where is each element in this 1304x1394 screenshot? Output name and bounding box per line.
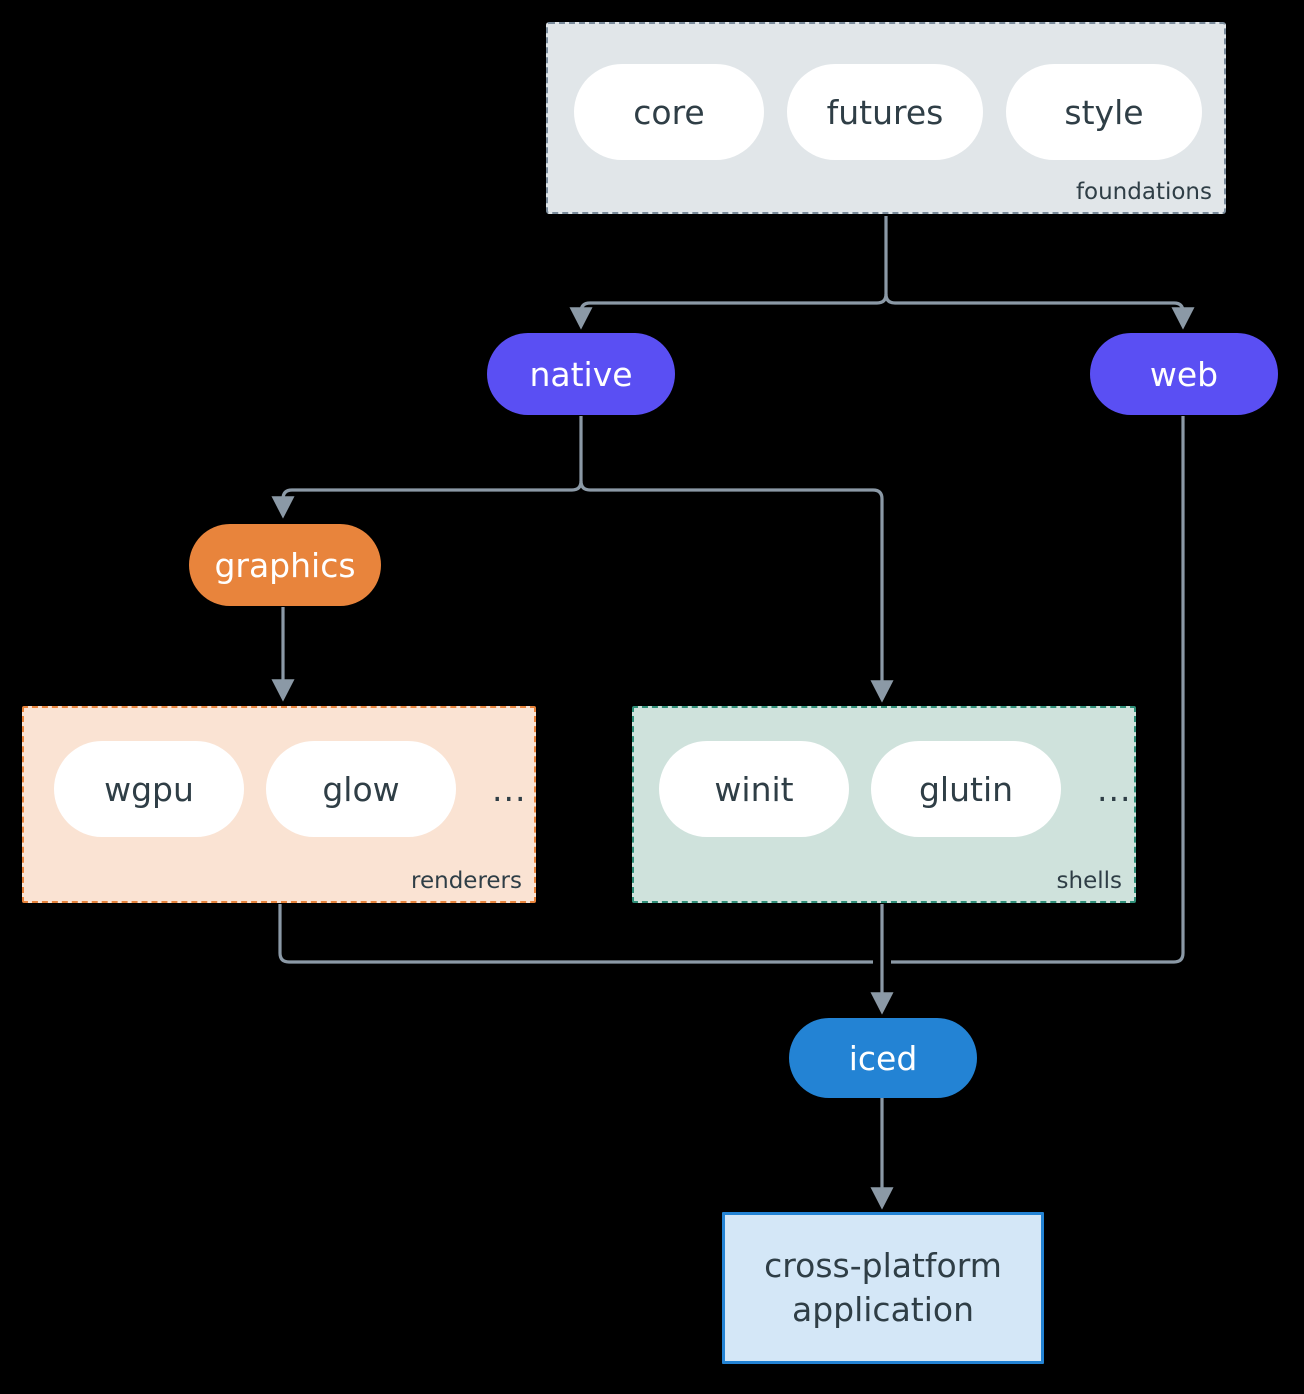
cluster-label-renderers: renderers: [411, 868, 522, 894]
app-label-line1: cross-platform: [764, 1246, 1002, 1286]
node-web[interactable]: web: [1090, 333, 1278, 415]
member-style[interactable]: style: [1006, 64, 1202, 160]
cluster-renderers: wgpu glow ... renderers: [22, 706, 536, 903]
shells-ellipsis: ...: [1097, 769, 1132, 809]
node-graphics[interactable]: graphics: [189, 524, 381, 606]
edge-native-graphics: [271, 416, 583, 519]
node-cross-platform-application[interactable]: cross-platform application: [722, 1212, 1044, 1364]
edge-native-shells: [579, 480, 894, 703]
member-core[interactable]: core: [574, 64, 764, 160]
member-winit[interactable]: winit: [659, 741, 849, 837]
renderers-members: wgpu glow ...: [54, 741, 534, 837]
app-label-line2: application: [791, 1290, 975, 1329]
node-native[interactable]: native: [487, 333, 675, 415]
cluster-foundations: core futures style foundations: [546, 22, 1226, 214]
member-wgpu[interactable]: wgpu: [54, 741, 244, 837]
edge-renderers-iced: [278, 904, 873, 964]
member-glutin[interactable]: glutin: [871, 741, 1061, 837]
member-glow[interactable]: glow: [266, 741, 456, 837]
member-futures[interactable]: futures: [787, 64, 983, 160]
edge-foundations-native: [569, 216, 888, 330]
edge-foundations-web: [884, 293, 1195, 330]
cluster-label-foundations: foundations: [1075, 179, 1212, 205]
renderers-ellipsis: ...: [492, 769, 527, 809]
cluster-label-shells: shells: [1056, 868, 1122, 894]
node-iced[interactable]: iced: [789, 1018, 977, 1098]
cluster-shells: winit glutin ... shells: [632, 706, 1136, 903]
foundations-members: core futures style: [574, 64, 1224, 160]
shells-members: winit glutin ...: [659, 741, 1134, 837]
